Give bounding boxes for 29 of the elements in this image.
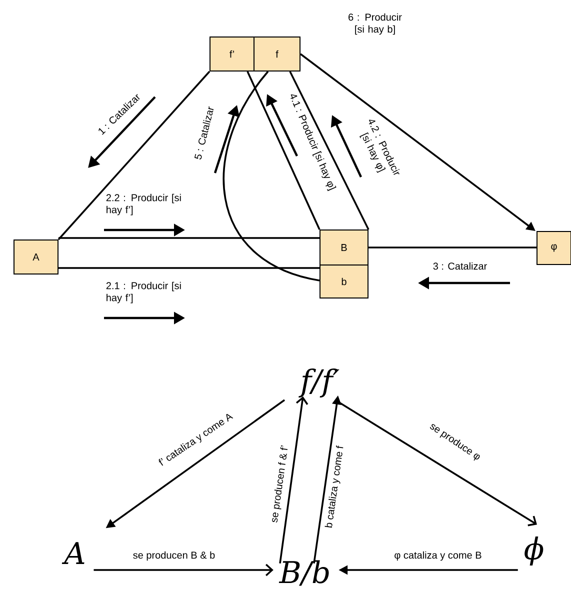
edge-label: b cataliza y come f <box>324 444 346 530</box>
connector-line <box>368 246 536 248</box>
entity-box: B <box>320 230 368 266</box>
entity-box: b <box>320 264 368 298</box>
edge-label: φ cataliza y come B <box>393 550 483 562</box>
message-label: 6 : Producir [si hay b] <box>348 13 402 35</box>
symbol-label: B/b <box>278 560 329 586</box>
connector-line <box>246 71 320 230</box>
message-label: 5 : Catalizar <box>194 106 214 160</box>
edge-label: se producen f & f’ <box>268 444 292 524</box>
entity-box: φ <box>536 231 571 265</box>
connector-line <box>289 71 370 230</box>
symbol-label: ϕ <box>524 536 544 566</box>
message-label: 3 : Catalizar <box>433 262 487 270</box>
arrow <box>94 564 274 576</box>
entity-box: A <box>14 240 58 274</box>
arrow <box>279 396 308 564</box>
symbol-label: f/f′ <box>298 368 340 398</box>
message-label: 2.2 : Producir [si hay f’] <box>106 194 181 216</box>
arrow <box>338 401 537 526</box>
connector-line <box>58 70 210 240</box>
connector-line <box>58 267 320 269</box>
message-label: 2.1 : Producir [si hay f’] <box>106 282 181 304</box>
entity-box: f <box>254 36 300 72</box>
edge-label: se producen B & b <box>132 550 216 562</box>
symbol-label: A <box>62 542 84 564</box>
entity-box: f’ <box>210 36 254 72</box>
connector-line <box>222 70 320 282</box>
connector-line <box>58 237 320 239</box>
